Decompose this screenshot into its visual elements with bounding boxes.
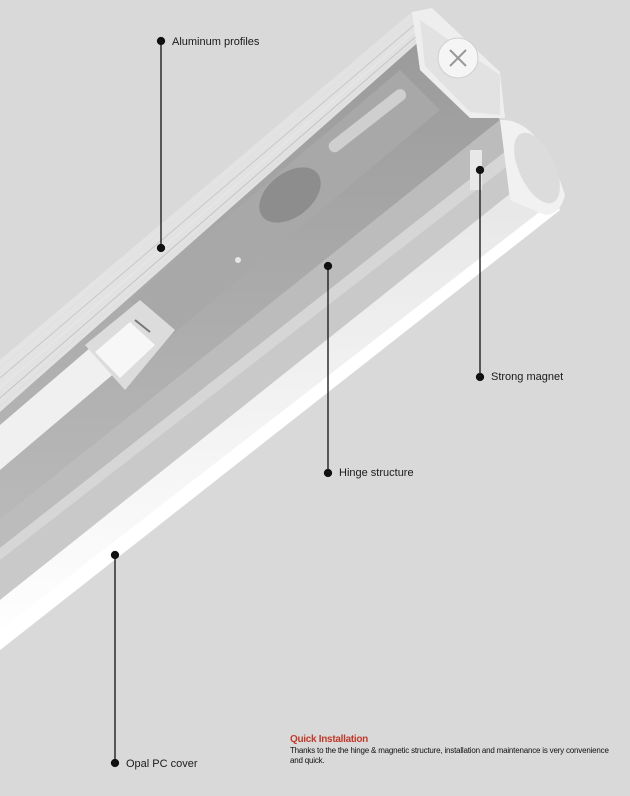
aluminum-profiles-dot [156,36,166,46]
quick-installation-title: Quick Installation [290,734,368,745]
opal-pc-cover-dot [110,758,120,768]
gear-tray-shape [0,30,500,520]
end-cap-top-shape [412,8,505,118]
hinge-structure-dot [323,468,333,478]
quick-installation-body: Thanks to the the hinge & magnetic struc… [290,746,609,765]
leader-lines [110,36,485,768]
callout-aluminum-profiles: Aluminum profiles [172,36,260,48]
callout-hinge-structure: Hinge structure [339,467,414,479]
hinge-rail-shape [0,120,540,600]
callout-strong-magnet: Strong magnet [491,371,564,383]
opal-cover-shape [0,170,560,650]
strong-magnet-dot [475,372,485,382]
aluminum-profile-shape [0,12,432,412]
callout-opal-pc-cover: Opal PC cover [126,758,198,770]
